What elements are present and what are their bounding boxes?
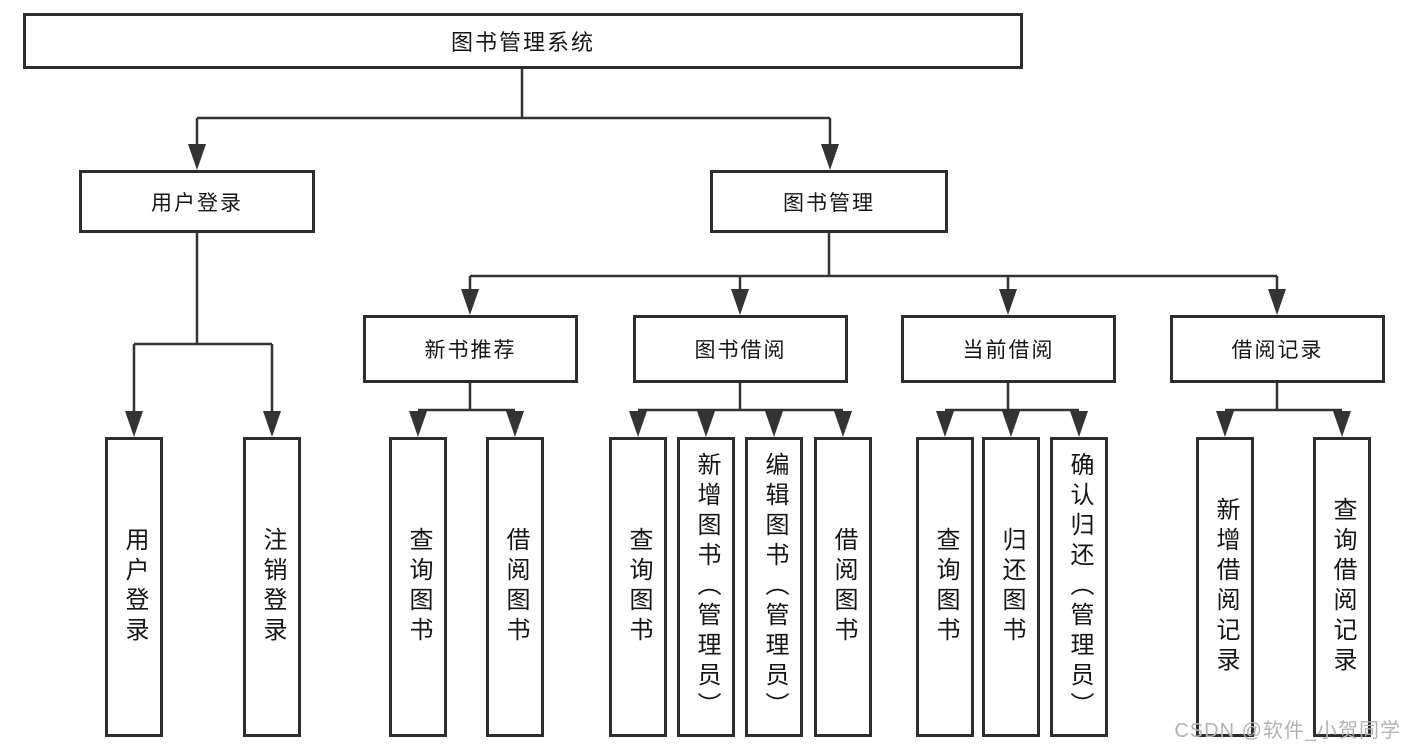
leaf-query-borrow-record-label: 查询借阅记录 (1329, 497, 1356, 677)
node-book-management: 图书管理 (710, 170, 948, 233)
node-current-borrow: 当前借阅 (901, 315, 1116, 383)
leaf-edit-books-admin-label: 编辑图书（管理员） (761, 452, 788, 722)
node-borrow-records-label: 借阅记录 (1231, 339, 1324, 362)
leaf-query-books-current-label: 查询图书 (932, 527, 959, 647)
node-book-borrow: 图书借阅 (633, 315, 848, 383)
leaf-add-borrow-record: 新增借阅记录 (1196, 437, 1254, 737)
node-book-borrow-label: 图书借阅 (694, 339, 787, 362)
leaf-borrow-books: 借阅图书 (814, 437, 872, 737)
leaf-edit-books-admin: 编辑图书（管理员） (745, 437, 803, 737)
arrowheads (125, 144, 1351, 437)
leaf-borrow-books-label: 借阅图书 (830, 527, 857, 647)
leaf-logout-label: 注销登录 (259, 527, 286, 647)
node-user-login: 用户登录 (79, 170, 315, 233)
node-new-book-recommend-label: 新书推荐 (424, 339, 517, 362)
leaf-query-books-borrow: 查询图书 (609, 437, 667, 737)
leaf-add-books-admin-label: 新增图书（管理员） (693, 452, 720, 722)
leaf-user-login: 用户登录 (105, 437, 163, 737)
leaf-borrow-books-recommend-label: 借阅图书 (502, 527, 529, 647)
leaf-query-books-borrow-label: 查询图书 (625, 527, 652, 647)
leaf-return-books: 归还图书 (982, 437, 1040, 737)
node-root-label: 图书管理系统 (450, 30, 595, 55)
node-borrow-records: 借阅记录 (1170, 315, 1385, 383)
leaf-add-borrow-record-label: 新增借阅记录 (1212, 497, 1239, 677)
leaf-logout: 注销登录 (243, 437, 301, 737)
leaf-add-books-admin: 新增图书（管理员） (677, 437, 735, 737)
leaf-user-login-label: 用户登录 (121, 527, 148, 647)
leaf-query-books-current: 查询图书 (916, 437, 974, 737)
node-new-book-recommend: 新书推荐 (363, 315, 578, 383)
leaf-query-books-recommend-label: 查询图书 (405, 527, 432, 647)
watermark: CSDN @软件_小贺同学 (1174, 720, 1401, 742)
leaf-confirm-return-admin: 确认归还（管理员） (1050, 437, 1108, 737)
leaf-confirm-return-admin-label: 确认归还（管理员） (1066, 452, 1093, 722)
node-user-login-label: 用户登录 (151, 191, 243, 215)
leaf-borrow-books-recommend: 借阅图书 (486, 437, 544, 737)
node-root: 图书管理系统 (23, 13, 1023, 69)
connector-segments (132, 69, 1342, 412)
node-current-borrow-label: 当前借阅 (962, 339, 1055, 362)
leaf-query-books-recommend: 查询图书 (389, 437, 447, 737)
leaf-return-books-label: 归还图书 (998, 527, 1025, 647)
leaf-query-borrow-record: 查询借阅记录 (1313, 437, 1371, 737)
node-book-management-label: 图书管理 (783, 191, 875, 215)
